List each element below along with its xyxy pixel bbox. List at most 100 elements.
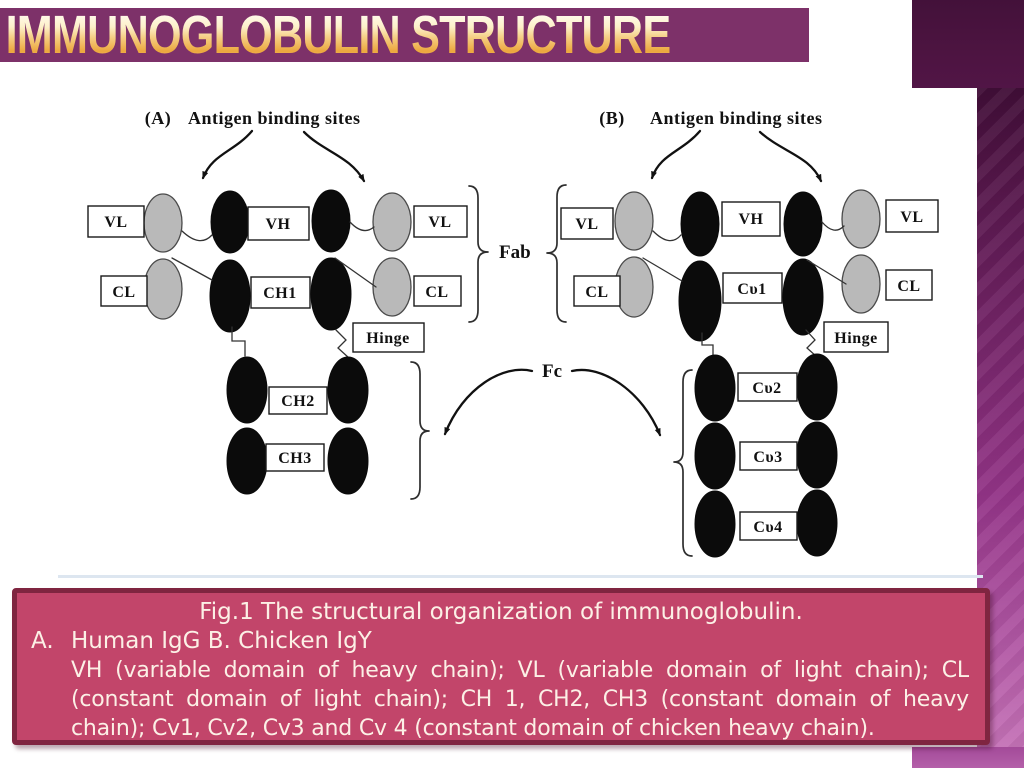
hinge-zigzag-a-left [231,326,246,357]
domain-black-b-fc [694,490,736,558]
caption-item-marker: A. [31,628,54,654]
domain-black-b [678,260,722,342]
label-box [250,276,311,309]
label-box [823,321,889,353]
panel-a-human-igg: (A) Antigen binding sites VL CL VH [87,108,531,500]
chain-link-b [642,257,683,282]
chain-link-a [171,257,213,281]
caption-item-text: Human IgG B. Chicken IgY [71,628,372,654]
fc-arrow-left [443,368,534,436]
label-vh-a: VH [266,216,291,233]
fc-callout: Fc [443,361,662,437]
domain-black-a-fc [226,427,268,495]
panel-b-label: (B) [599,108,625,129]
domain-gray-b [614,256,654,318]
label-box [268,386,328,415]
domain-black-a-fc [327,356,369,424]
label-box [737,372,798,402]
domain-black-b [782,258,824,336]
label-box [265,443,325,472]
label-hinge-b: Hinge [834,330,877,347]
domain-black-a-fc [226,356,268,424]
panel-a-label: (A) [145,108,172,129]
domain-black-b-fc [796,421,838,489]
domain-black-a [209,259,251,333]
fc-label: Fc [542,361,562,382]
binding-site-arrow-a-left [201,129,254,180]
immunoglobulin-diagram: (A) Antigen binding sites VL CL VH [58,108,983,578]
label-cu3-b: Cυ3 [753,449,782,466]
binding-site-arrow-b-right [758,130,823,183]
fab-brace [468,185,489,323]
domain-gray-b [841,189,881,249]
hinge-zigzag-b-right [805,329,818,358]
domain-black-b-fc [796,489,838,557]
hinge-zigzag-b-left [701,332,714,357]
label-box [573,275,621,307]
label-hinge-a: Hinge [366,330,409,347]
label-box [560,207,614,240]
domain-black-a [210,190,250,254]
label-vh-b: VH [739,211,764,228]
top-right-accent-block [912,0,1024,88]
fc-brace-b [673,369,693,557]
binding-site-arrow-b-left [650,129,702,180]
fab-label: Fab [499,242,531,263]
label-cu2-b: Cυ2 [752,380,781,397]
label-box [352,322,425,353]
label-cu1-b: Cυ1 [737,281,766,298]
label-box [885,269,933,301]
label-box [885,199,939,233]
domain-gray-b [841,254,881,314]
antigen-binding-sites-label-a: Antigen binding sites [188,108,361,128]
domain-gray-a [372,192,412,252]
label-box [247,206,310,241]
title-banner: IMMUNOGLOBULIN STRUCTURE [0,8,809,62]
domain-black-b [680,191,720,257]
label-vl-left-a: VL [104,214,127,231]
label-box [739,441,798,471]
chain-link-a [349,221,375,232]
label-vl-right-a: VL [428,214,451,231]
scan-artifact-line [58,575,983,578]
panel-b-chicken-igy: (B) Antigen binding sites VL [546,108,939,558]
hinge-zigzag-a-right [335,329,350,359]
domain-black-b-fc [796,353,838,421]
fc-arrow-right [570,368,662,437]
label-vl-right-b: VL [900,209,923,226]
caption-item: A. Human IgG B. Chicken IgY [31,627,971,656]
label-box [722,272,783,304]
domain-gray-a [372,257,412,317]
label-ch3-a: CH3 [278,450,312,467]
chain-link-b [652,230,682,242]
domain-black-b-fc [694,354,736,422]
label-vl-left-b: VL [575,216,598,233]
label-cl-left-a: CL [112,284,135,301]
caption-title: Fig.1 The structural organization of imm… [199,599,803,625]
domain-black-b-fc [694,422,736,490]
binding-site-arrow-a-right [302,130,366,183]
label-cl-right-a: CL [425,284,448,301]
domain-gray-a [143,258,183,320]
label-cl-right-b: CL [897,278,920,295]
label-box [721,201,781,237]
fc-brace-a [410,361,430,500]
chain-link-b [821,221,845,231]
chain-link-a [334,257,377,288]
label-cl-left-b: CL [585,284,608,301]
label-box [100,275,148,307]
domain-black-a [311,189,351,253]
caption-detail: VH (variable domain of heavy chain); VL … [71,658,969,741]
figure-immunoglobulin: (A) Antigen binding sites VL CL VH [55,85,985,585]
label-cu4-b: Cυ4 [753,519,782,536]
fab-brace-b [546,184,567,323]
domain-black-a [310,257,352,331]
antigen-binding-sites-label-b: Antigen binding sites [650,108,823,128]
domain-black-a-fc [327,427,369,495]
domain-gray-a [143,193,183,253]
slide-title: IMMUNOGLOBULIN STRUCTURE [0,8,672,62]
label-box [87,205,145,238]
label-box [413,205,468,238]
caption-box: Fig.1 The structural organization of imm… [12,588,990,745]
